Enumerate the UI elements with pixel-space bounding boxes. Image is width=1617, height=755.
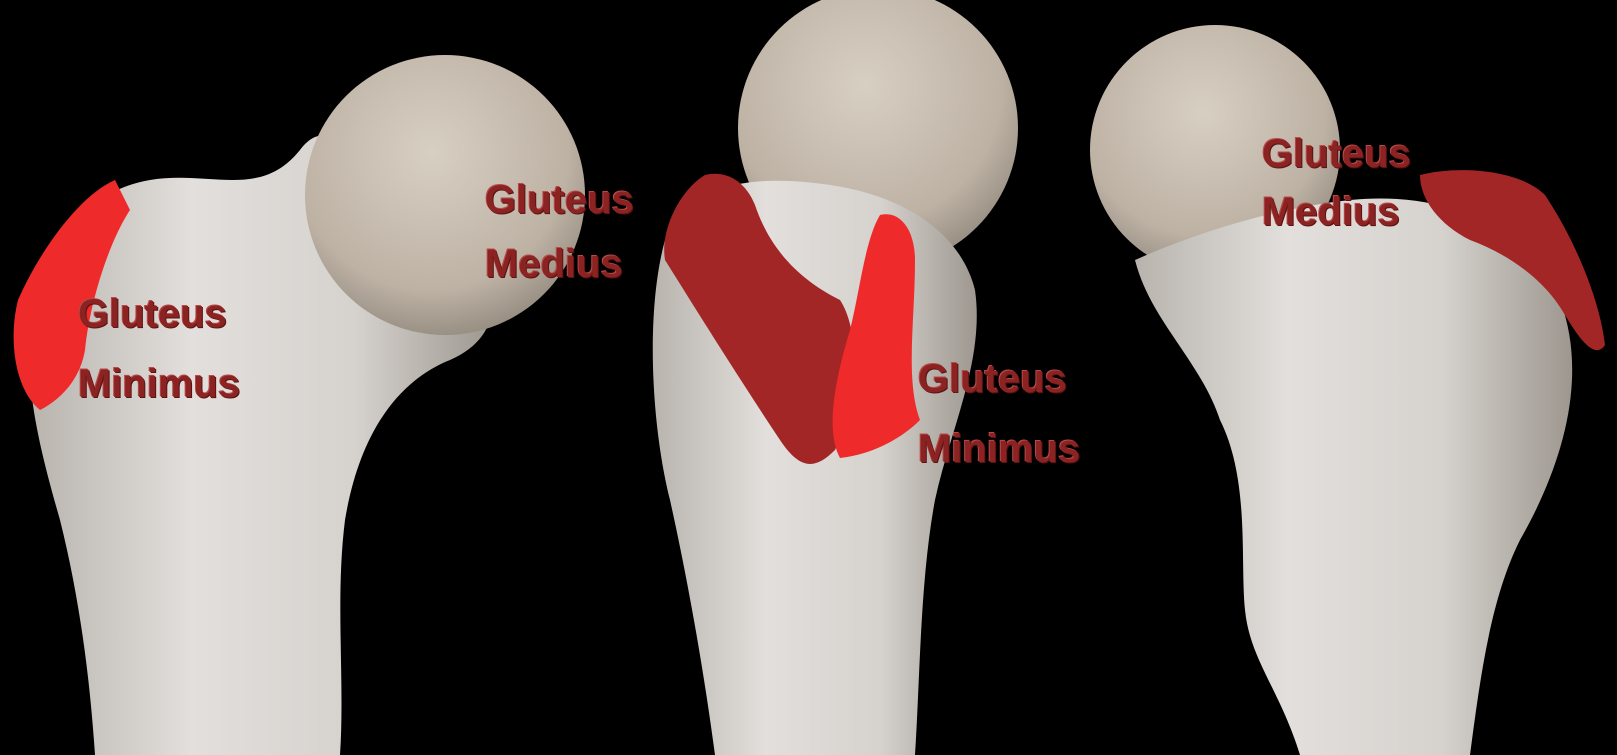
center-gluteus-minimus-label: Gluteus Minimus	[918, 355, 1080, 473]
label-line: Gluteus	[78, 290, 240, 338]
label-line: Gluteus	[485, 176, 634, 224]
right-gluteus-medius-label: Gluteus Medius	[1262, 130, 1411, 236]
label-line: Minimus	[78, 360, 240, 408]
center-gluteus-medius-label: Gluteus Medius	[485, 176, 634, 288]
label-line: Minimus	[918, 425, 1080, 473]
label-line: Medius	[1262, 188, 1411, 236]
label-line: Gluteus	[918, 355, 1080, 403]
left-gluteus-minimus-label: Gluteus Minimus	[78, 290, 240, 408]
label-line: Gluteus	[1262, 130, 1411, 178]
label-line: Medius	[485, 240, 634, 288]
